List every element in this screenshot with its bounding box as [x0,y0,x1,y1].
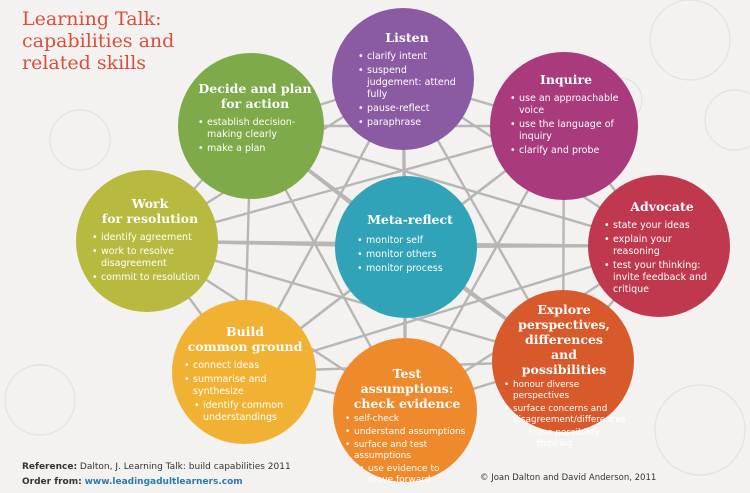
test-assumptions-skills: self-check understand assumptions surfac… [345,414,469,486]
build-skill: summarise and synthesize [184,374,306,398]
test-assumptions-skill: use evidence to move forward [359,464,469,486]
reference-label: Reference: [22,462,78,472]
inquire-skills: use an approachable voice use the langua… [510,93,622,157]
listen-circle: Listen clarify intent suspend judgement:… [332,8,474,150]
explore-skill: honour diverse perspectives [504,380,624,402]
decide-skill: make a plan [198,143,312,155]
title-line-1: Learning Talk: [22,8,162,30]
listen-skill: paraphrase [358,117,456,129]
work-skill: work to resolve disagreement [92,246,208,270]
advocate-title: Advocate [630,199,694,214]
listen-title: Listen [385,30,429,45]
title-line-2: capabilities and [22,30,175,52]
work-skill: identify agreement [92,232,208,244]
decide-skills: establish decision-making clearly make a… [198,117,312,155]
meta-reflect-circle: Meta-reflect monitor self monitor others… [335,176,477,318]
decide-and-plan-circle: Decide and plan for action establish dec… [178,53,324,199]
advocate-circle: Advocate state your ideas explain your r… [588,175,730,317]
reference-line: Reference: Dalton, J. Learning Talk: bui… [22,462,291,472]
inquire-skill: use an approachable voice [510,93,622,117]
build-skill: identify common understandings [194,400,306,424]
build-skill: connect ideas [184,360,306,372]
build-subtitle: common ground [187,339,303,354]
build-title: Build [226,324,264,339]
work-skills: identify agreement work to resolve disag… [92,232,208,284]
work-skill: commit to resolution [92,272,208,284]
inquire-skill: clarify and probe [510,145,622,157]
explore-circle: Explore perspectives, differences and po… [492,290,634,449]
meta-reflect-skills: monitor self monitor others monitor proc… [357,235,463,275]
copyright: © Joan Dalton and David Anderson, 2011 [480,473,657,483]
reference-text: Dalton, J. Learning Talk: build capabili… [79,462,291,472]
inquire-title: Inquire [539,72,593,87]
order-link[interactable]: www.leadingadultlearners.com [84,477,243,487]
order-label: Order from: [22,477,82,487]
test-assumptions-circle: Test assumptions: check evidence self-ch… [333,338,477,485]
listen-skills: clarify intent suspend judgement: attend… [358,51,456,129]
listen-skill: clarify intent [358,51,456,63]
build-common-ground-circle: Build common ground connect ideas summar… [172,300,316,444]
explore-skill: surface concerns and disagreement/differ… [504,404,626,426]
advocate-skills: state your ideas explain your reasoning … [604,220,720,296]
decide-subtitle: for action [220,96,290,111]
inquire-circle: Inquire use an approachable voice use th… [490,52,638,200]
meta-reflect-skill: monitor process [357,263,463,275]
title-line-3: related skills [22,52,147,74]
test-assumptions-skill: self-check [345,414,469,425]
test-assumptions-skill: understand assumptions [345,427,469,438]
inquire-skill: use the language of inquiry [510,119,622,143]
explore-title: Explore [537,302,591,317]
explore-skill: use possibility thinking [528,428,624,450]
meta-reflect-skill: monitor others [357,249,463,261]
order-line: Order from: www.leadingadultlearners.com [22,477,243,487]
work-for-resolution-circle: Work for resolution identify agreement w… [76,170,218,312]
advocate-skill: state your ideas [604,220,720,232]
test-assumptions-title: Test assumptions: [360,366,454,396]
advocate-skill: test your thinking: invite feedback and … [604,260,720,296]
listen-skill: pause-reflect [358,103,456,115]
meta-reflect-skill: monitor self [357,235,463,247]
test-assumptions-subtitle: check evidence [353,396,461,411]
advocate-skill: explain your reasoning [604,234,720,258]
explore-subtitle: perspectives, differences and possibilit… [518,317,610,377]
test-assumptions-skill: surface and test assumptions [345,440,469,462]
page-title: Learning Talk: capabilities and related … [22,8,232,74]
decide-skill: establish decision-making clearly [198,117,312,141]
listen-skill: suspend judgement: attend fully [358,65,456,101]
work-subtitle: for resolution [101,211,199,226]
meta-reflect-title: Meta-reflect [367,212,453,227]
build-skills: connect ideas summarise and synthesize i… [184,360,306,424]
work-title: Work [131,196,169,211]
decide-title: Decide and plan [198,81,312,96]
explore-skills: honour diverse perspectives surface conc… [504,380,626,450]
